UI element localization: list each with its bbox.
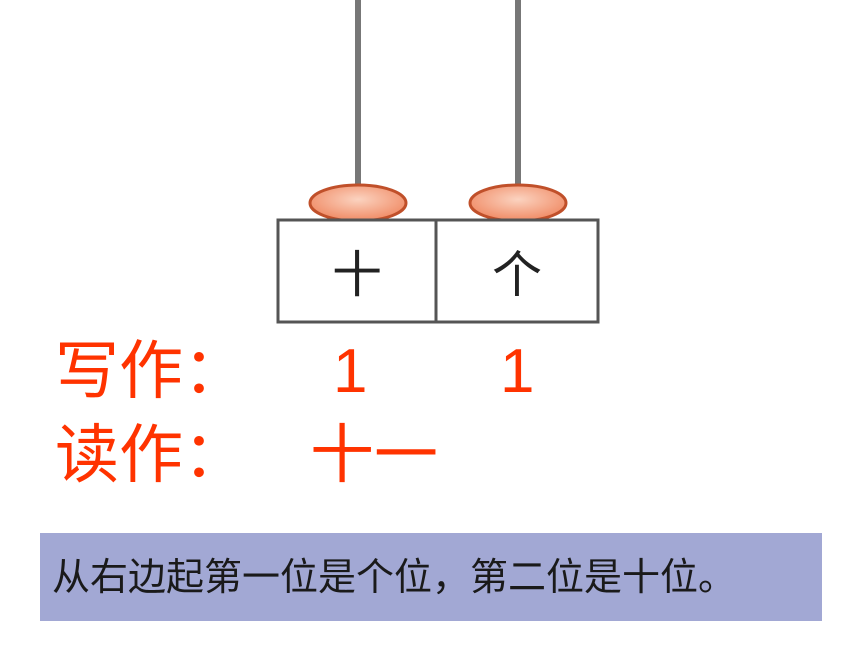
reading-value: 十一 [310,419,438,493]
place-value-rule-text: 从右边起第一位是个位，第二位是十位。 [52,555,737,599]
tens-digit: 1 [333,337,368,406]
tens-bead [308,183,408,223]
reading-form-label: 读作： [55,419,247,493]
ones-digit: 1 [500,337,535,406]
ones-place-label: 个 [492,246,542,304]
place-value-rule-box: 从右边起第一位是个位，第二位是十位。 [40,533,822,621]
tens-place-label: 十 [332,246,382,304]
written-form-label: 写作： [55,335,247,409]
abacus-diagram: 十 个 [276,0,600,324]
ones-place-box [434,218,600,324]
ones-bead [468,183,568,223]
